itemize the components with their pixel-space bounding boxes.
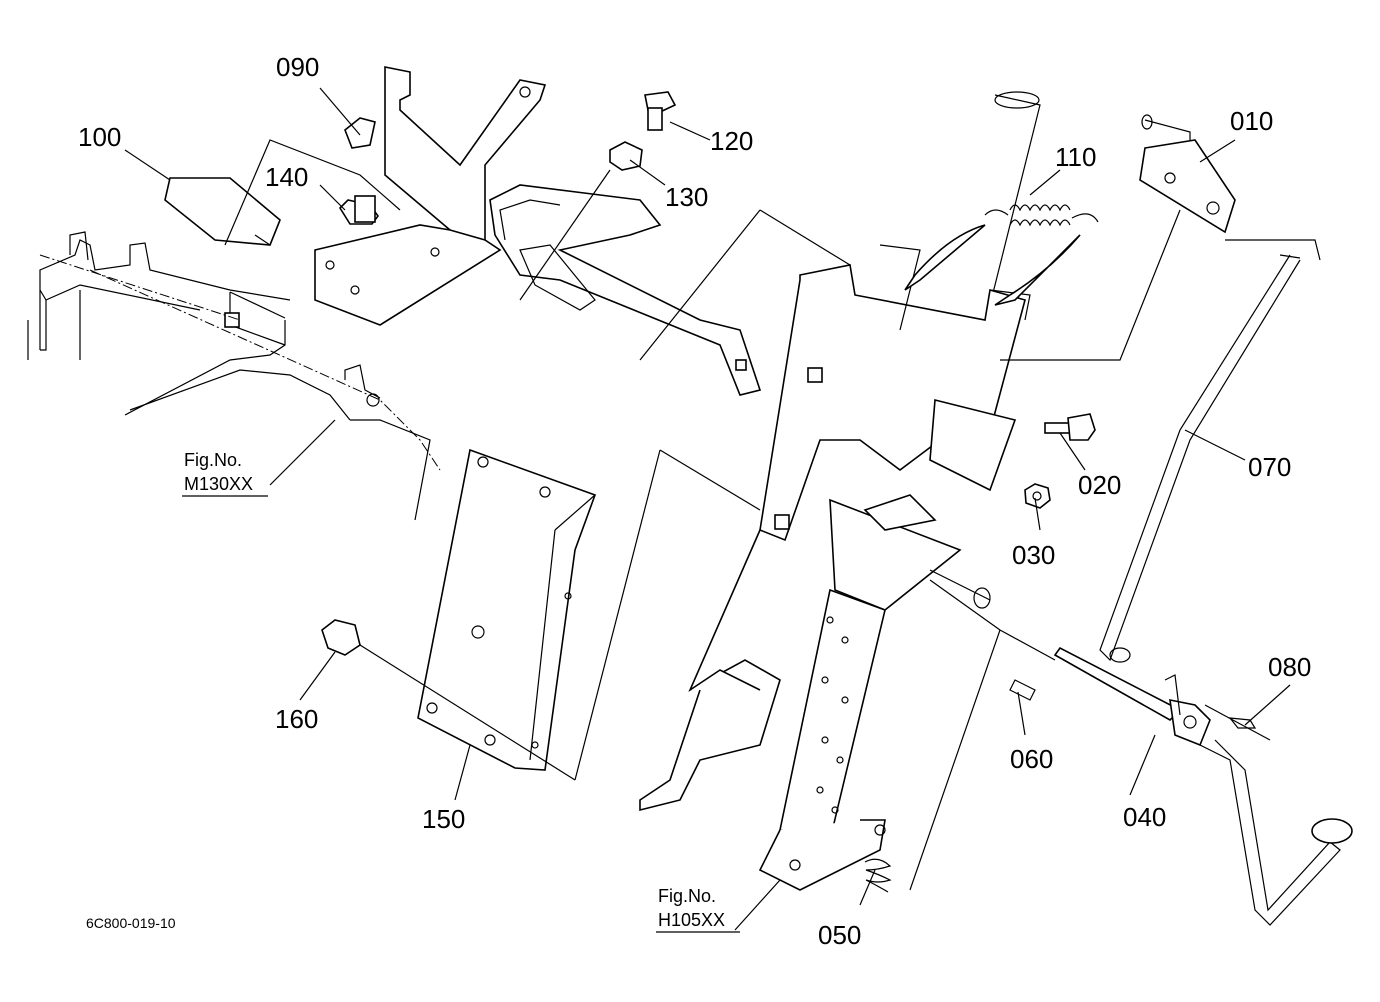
figure-ref-m130xx: Fig.No. M130XX bbox=[182, 450, 268, 497]
label-080: 080 bbox=[1268, 652, 1311, 682]
label-110: 110 bbox=[1055, 142, 1096, 172]
fig-ref-code: M130XX bbox=[184, 474, 253, 494]
label-160: 160 bbox=[275, 704, 318, 734]
label-010: 010 bbox=[1230, 106, 1273, 136]
figure-ref-h105xx: Fig.No. H105XX bbox=[656, 886, 740, 933]
fig-ref-code: H105XX bbox=[658, 910, 725, 930]
part-110-shape bbox=[904, 204, 1099, 306]
label-020: 020 bbox=[1078, 470, 1121, 500]
part-080-shape bbox=[1228, 717, 1257, 729]
part-030-shape bbox=[1024, 483, 1051, 509]
drawing-number: 6C800-019-10 bbox=[86, 915, 176, 931]
fig-ref-label: Fig.No. bbox=[184, 450, 242, 470]
part-160-shape bbox=[321, 619, 361, 656]
label-150: 150 bbox=[422, 804, 465, 834]
label-030: 030 bbox=[1012, 540, 1055, 570]
part-070-shape bbox=[1099, 254, 1301, 663]
part-020-shape bbox=[1044, 413, 1096, 441]
part-010-shape bbox=[1139, 114, 1236, 234]
part-140-shape bbox=[338, 195, 379, 225]
label-070: 070 bbox=[1248, 452, 1291, 482]
label-100: 100 bbox=[78, 122, 121, 152]
fig-ref-label: Fig.No. bbox=[658, 886, 716, 906]
part-050-shape bbox=[864, 858, 892, 893]
part-040-shape bbox=[1053, 646, 1353, 926]
part-060-shape bbox=[1009, 679, 1036, 701]
upper-bracket-assembly bbox=[314, 66, 762, 396]
label-050: 050 bbox=[818, 920, 861, 950]
part-150-shape bbox=[417, 448, 597, 771]
frame-left-assembly bbox=[27, 231, 441, 521]
steering-column-assembly bbox=[639, 91, 1041, 891]
label-060: 060 bbox=[1010, 744, 1053, 774]
label-120: 120 bbox=[710, 126, 753, 156]
leader-lines bbox=[124, 87, 1321, 931]
label-130: 130 bbox=[665, 182, 708, 212]
part-100-shape bbox=[164, 177, 281, 246]
part-labels: 010 020 030 040 050 060 070 080 090 100 … bbox=[78, 52, 1311, 950]
label-040: 040 bbox=[1123, 802, 1166, 832]
part-120-shape bbox=[644, 91, 677, 131]
label-140: 140 bbox=[265, 162, 308, 192]
label-090: 090 bbox=[276, 52, 319, 82]
